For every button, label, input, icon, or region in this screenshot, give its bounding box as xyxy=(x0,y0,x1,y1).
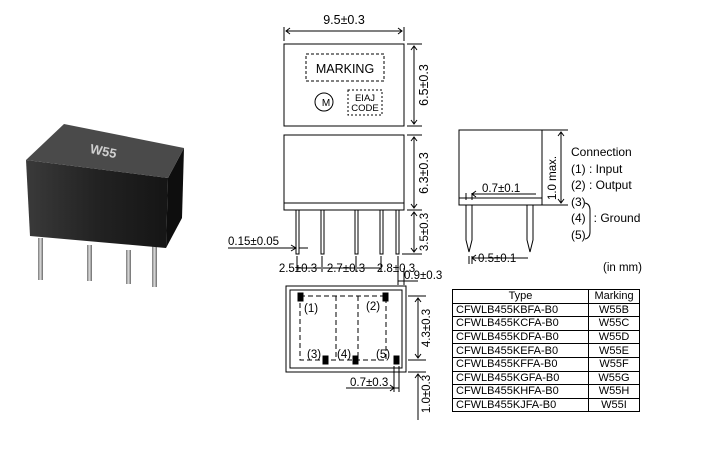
photo-pin xyxy=(126,250,131,284)
front-view xyxy=(228,134,422,285)
photo-pin xyxy=(152,235,157,287)
component-photo: W55 xyxy=(26,124,184,287)
connection-line-5: (5) xyxy=(571,227,586,242)
table-cell-type: CFWLB455KJFA-B0 xyxy=(452,397,589,413)
bottom-dashed-area xyxy=(299,295,387,361)
photo-pin xyxy=(38,238,43,280)
front-pin xyxy=(395,209,400,255)
top-view xyxy=(283,27,422,127)
body-height-dim: 6.3±0.3 xyxy=(417,152,431,194)
front-pin xyxy=(295,209,300,255)
table-cell-marking: W55D xyxy=(588,329,640,345)
photo-body-top xyxy=(26,124,184,178)
front-body xyxy=(283,134,405,211)
table-cell-type: CFWLB455KGFA-B0 xyxy=(452,370,589,386)
table-cell-type: CFWLB455KBFA-B0 xyxy=(452,302,589,318)
top-view-outline xyxy=(283,43,405,127)
logo-letter: M xyxy=(322,98,330,109)
side-pin-width-dim: 0.7±0.1 xyxy=(482,183,520,195)
top-width-dim: 9.5±0.3 xyxy=(323,13,365,27)
pitch-2-dim: 2.7±0.3 xyxy=(327,263,365,275)
table-cell-marking: W55H xyxy=(588,384,640,399)
photo-marking: W55 xyxy=(89,141,118,161)
logo-circle xyxy=(314,92,334,112)
connection-ground-label: : Ground xyxy=(593,211,641,225)
marking-box xyxy=(305,53,385,82)
table-cell-marking: W55G xyxy=(588,370,640,386)
table-cell-marking: W55B xyxy=(588,302,640,318)
connection-line-3: (3) xyxy=(571,194,586,209)
bottom-pin-3-label: (3) xyxy=(307,349,321,361)
connection-legend: Connection (1) : Input (2) : Output (3) … xyxy=(571,144,711,243)
photo-pin xyxy=(87,245,92,281)
bottom-pin-1 xyxy=(297,292,304,302)
end-offset-dim: 0.9±0.3 xyxy=(404,270,442,282)
ground-bracket xyxy=(584,202,591,240)
side-pin-left xyxy=(465,205,473,253)
photo-body-side xyxy=(166,148,184,248)
bottom-pin-5 xyxy=(393,355,400,365)
bottom-view xyxy=(285,285,426,420)
eiaj-label: EIAJ xyxy=(355,93,375,104)
table-cell-marking: W55C xyxy=(588,316,640,331)
connection-title: Connection xyxy=(571,145,632,159)
bottom-pin-5-label: (5) xyxy=(376,349,390,361)
table-cell-type: CFWLB455KEFA-B0 xyxy=(452,343,589,358)
table-cell-marking: W55I xyxy=(588,397,640,413)
table-cell-marking: W55E xyxy=(588,343,640,358)
table-cell-type: CFWLB455KFFA-B0 xyxy=(452,356,589,372)
connection-line-1: (1) : Input xyxy=(571,161,623,176)
bottom-pin-width-dim: 0.7±0.3 xyxy=(350,377,388,389)
connection-line-2: (2) : Output xyxy=(571,178,632,192)
side-max-dim: 1.0 max. xyxy=(547,156,559,200)
front-pin xyxy=(379,209,384,255)
bottom-pin-3 xyxy=(322,355,329,365)
pitch-3-dim: 2.8±0.3 xyxy=(377,263,415,275)
top-height-dim: 6.5±0.3 xyxy=(417,64,431,106)
table-cell-type: CFWLB455KHFA-B0 xyxy=(452,384,589,399)
table-cell-type: CFWLB455KCFA-B0 xyxy=(452,316,589,331)
table-cell-marking: W55F xyxy=(588,356,640,372)
eiaj-box xyxy=(347,89,383,116)
bottom-height-dim: 4.3±0.3 xyxy=(421,309,433,347)
bottom-pin-4-label: (4) xyxy=(337,349,351,361)
table-cell-type: CFWLB455KDFA-B0 xyxy=(452,329,589,345)
bottom-offset-dim: 1.0±0.3 xyxy=(421,375,433,413)
side-body xyxy=(458,129,543,206)
unit-note: (in mm) xyxy=(603,262,642,274)
front-pin xyxy=(354,209,359,255)
connection-line-4-pin: (4) xyxy=(571,211,586,225)
connection-line-4: (4) : Ground xyxy=(571,210,711,227)
pin-thickness-dim: 0.15±0.05 xyxy=(228,236,279,248)
bottom-pin-4 xyxy=(352,355,359,365)
side-pin-tip-dim: 0.5±0.1 xyxy=(478,253,516,265)
code-label: CODE xyxy=(351,103,378,114)
bottom-pin-1-label: (1) xyxy=(304,303,318,315)
marking-label: MARKING xyxy=(316,62,374,76)
pin-length-dim: 3.5±0.3 xyxy=(419,213,431,251)
side-pin-right xyxy=(526,205,534,253)
bottom-outline xyxy=(285,285,407,373)
table-header-row: Type Marking xyxy=(452,289,640,304)
table-header-marking: Marking xyxy=(588,289,640,304)
front-pin xyxy=(320,209,325,255)
bottom-pin-2-label: (2) xyxy=(366,301,380,313)
side-view xyxy=(458,129,568,264)
table-header-type: Type xyxy=(452,289,589,304)
photo-body-front xyxy=(26,160,168,248)
bottom-pin-2 xyxy=(382,292,389,302)
pitch-1-dim: 2.5±0.3 xyxy=(279,263,317,275)
